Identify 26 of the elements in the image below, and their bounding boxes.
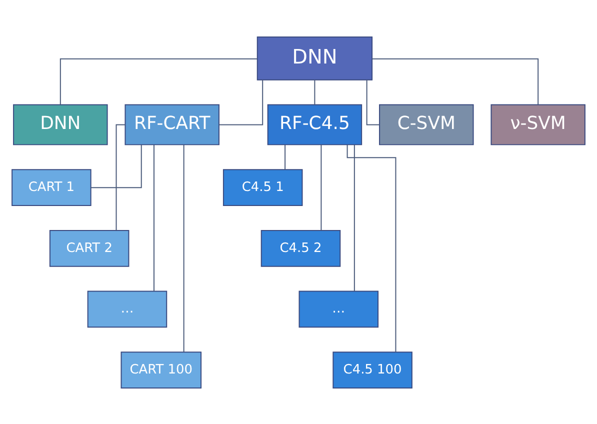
node-box: CART 100 [120, 351, 202, 388]
connector [60, 58, 258, 105]
node-box: ν-SVM [490, 104, 586, 145]
node-box: C4.5 1 [222, 168, 303, 206]
connector [116, 124, 126, 230]
node-box: CART 2 [49, 229, 130, 266]
node-box: CART 1 [12, 168, 92, 206]
node-box: … [298, 290, 379, 328]
connector [284, 144, 286, 170]
node-box: DNN [13, 104, 108, 145]
connector [346, 144, 396, 352]
node-box: RF-CART [124, 104, 220, 145]
node-box: DNN [256, 36, 373, 80]
node-box: C-SVM [379, 104, 474, 145]
connector [218, 79, 264, 125]
connector [372, 58, 539, 105]
connector [354, 144, 355, 292]
connector [314, 79, 316, 105]
connector [183, 144, 184, 352]
node-box: RF-C4.5 [267, 104, 362, 145]
node-box: … [87, 290, 168, 328]
connector [153, 144, 154, 292]
node-box: C4.5 100 [332, 351, 412, 388]
node-box: C4.5 2 [260, 229, 341, 266]
connector [320, 144, 322, 230]
connector [90, 144, 142, 188]
